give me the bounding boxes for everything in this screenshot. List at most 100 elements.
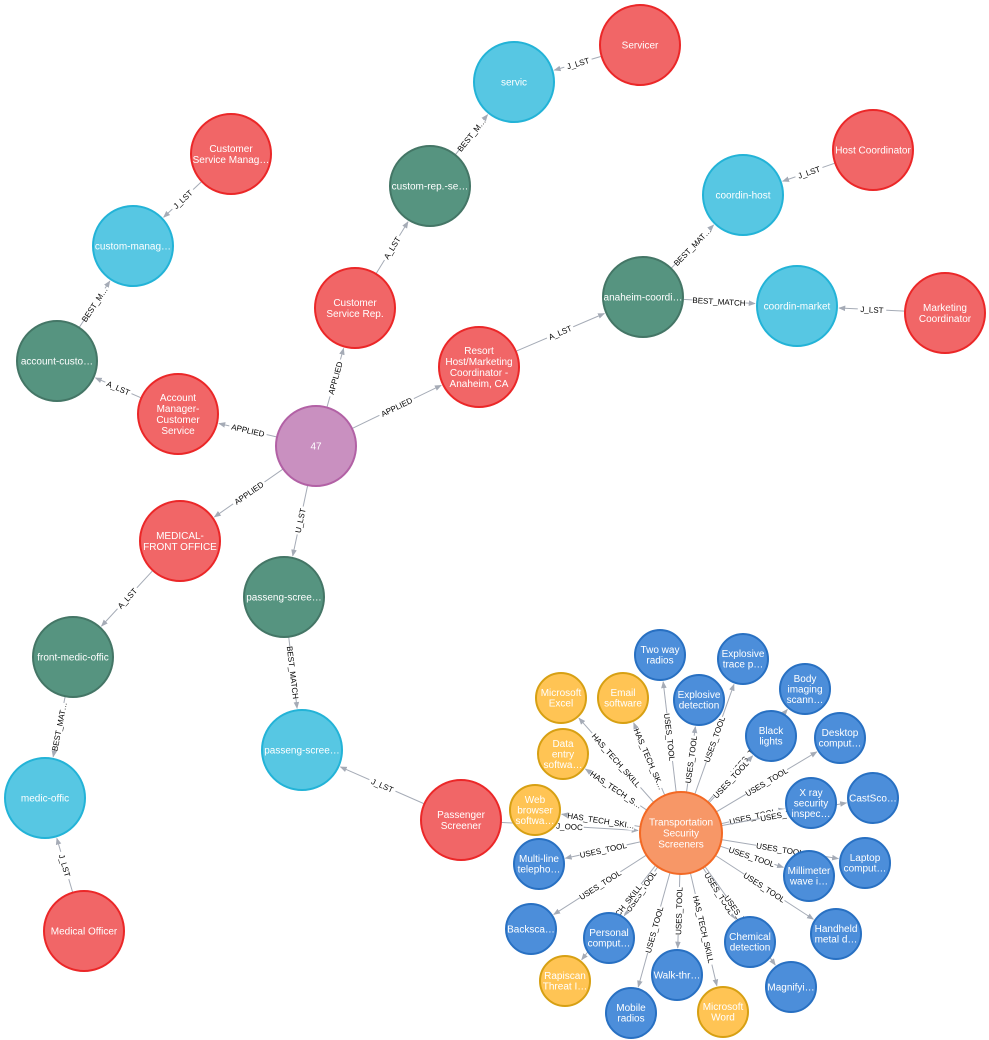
node-circle[interactable] [783, 850, 835, 902]
node-circle[interactable] [639, 791, 723, 875]
node-job-job_medoff[interactable]: Medical Officer [43, 890, 125, 972]
edge-onet_tss-t_walk[interactable]: USES_TOOL [673, 873, 684, 949]
node-circle[interactable] [539, 955, 591, 1007]
node-circle[interactable] [756, 265, 838, 347]
node-circle[interactable] [785, 777, 837, 829]
node-circle[interactable] [275, 405, 357, 487]
node-jobtitle-jt_anaheim[interactable]: anaheim-coordi… [602, 256, 684, 338]
edge-p47-job_csr[interactable]: APPLIED [325, 347, 346, 408]
node-circle[interactable] [779, 663, 831, 715]
edge-p47-job_acct[interactable]: APPLIED [218, 421, 278, 440]
edge-jt_acctcust-oc_custmgr[interactable]: BEST_M… [78, 280, 111, 328]
node-tool-t_walk[interactable]: Walk-thr… [651, 949, 703, 1001]
node-job-job_servicer[interactable]: Servicer [599, 4, 681, 86]
node-circle[interactable] [537, 728, 589, 780]
node-tool-t_castsco[interactable]: CastSco… [847, 772, 899, 824]
node-tool-t_magn[interactable]: Magnifyi… [765, 961, 817, 1013]
node-circle[interactable] [190, 113, 272, 195]
node-circle[interactable] [597, 672, 649, 724]
node-job-job_hostco[interactable]: Host Coordinator [832, 109, 914, 191]
node-circle[interactable] [420, 779, 502, 861]
node-circle[interactable] [847, 772, 899, 824]
node-circle[interactable] [32, 616, 114, 698]
edge-job_hostco-oc_coordhost[interactable]: J_LST [782, 162, 836, 182]
node-circle[interactable] [535, 672, 587, 724]
edge-job_csmgr-oc_custmgr[interactable]: J_LST [163, 181, 203, 218]
edge-jt_anaheim-oc_coordhost[interactable]: BEST_MAT… [670, 224, 715, 269]
node-occupation-oc_medic[interactable]: medic-offic [4, 757, 86, 839]
edge-p47-job_resort[interactable]: APPLIED [351, 384, 442, 430]
edge-jt_passeng-oc_passeng[interactable]: BEST_MATCH [285, 636, 301, 709]
node-tool-t_backsca[interactable]: Backsca… [505, 903, 557, 955]
edge-jt_anaheim-oc_coordmkt[interactable]: BEST_MATCH [682, 294, 756, 308]
node-occupation-oc_custmgr[interactable]: custom-manag… [92, 205, 174, 287]
node-circle[interactable] [602, 256, 684, 338]
node-circle[interactable] [814, 712, 866, 764]
node-circle[interactable] [583, 912, 635, 964]
node-circle[interactable] [137, 373, 219, 455]
node-circle[interactable] [243, 556, 325, 638]
node-circle[interactable] [673, 674, 725, 726]
node-circle[interactable] [389, 145, 471, 227]
edge-job_passeng-oc_passeng[interactable]: J_LST [339, 766, 425, 805]
node-circle[interactable] [832, 109, 914, 191]
edge-job_medoff-oc_medic[interactable]: J_LST [55, 837, 74, 893]
node-circle[interactable] [139, 500, 221, 582]
node-circle[interactable] [261, 709, 343, 791]
node-jobtitle-jt_acctcust[interactable]: account-custo… [16, 320, 98, 402]
node-circle[interactable] [724, 916, 776, 968]
node-jobtitle-jt_frontmed[interactable]: front-medic-offic [32, 616, 114, 698]
node-jobtitle-jt_passeng[interactable]: passeng-scree… [243, 556, 325, 638]
edge-job_csr-jt_custrep[interactable]: A_LST [375, 221, 409, 275]
edge-p47-job_medfront[interactable]: APPLIED [213, 468, 284, 518]
node-occupation-oc_passeng[interactable]: passeng-scree… [261, 709, 343, 791]
node-circle[interactable] [4, 757, 86, 839]
node-circle[interactable] [473, 41, 555, 123]
node-occupation-oc_coordmkt[interactable]: coordin-market [756, 265, 838, 347]
node-jobtitle-jt_custrep[interactable]: custom-rep.-se… [389, 145, 471, 227]
node-circle[interactable] [605, 987, 657, 1039]
node-circle[interactable] [839, 837, 891, 889]
node-circle[interactable] [904, 272, 986, 354]
node-circle[interactable] [702, 154, 784, 236]
node-person-p47[interactable]: 47 [275, 405, 357, 487]
node-circle[interactable] [810, 908, 862, 960]
node-circle[interactable] [509, 784, 561, 836]
node-circle[interactable] [505, 903, 557, 955]
node-circle[interactable] [438, 326, 520, 408]
edge-onet_tss-t_expdet[interactable]: USES_TOOL [682, 726, 699, 793]
edge-p47-jt_passeng[interactable]: U_LST [291, 485, 309, 557]
edge-jt_frontmed-oc_medic[interactable]: BEST_MAT… [49, 696, 69, 758]
node-job-job_medfront[interactable]: MEDICAL-FRONT OFFICE [139, 500, 221, 582]
node-circle[interactable] [599, 4, 681, 86]
edge-job_acct-jt_acctcust[interactable]: A_LST [94, 377, 142, 399]
node-occupation-oc_servic[interactable]: servic [473, 41, 555, 123]
node-circle[interactable] [314, 267, 396, 349]
node-circle[interactable] [765, 961, 817, 1013]
node-circle[interactable] [513, 838, 565, 890]
node-circle[interactable] [717, 633, 769, 685]
node-circle[interactable] [634, 629, 686, 681]
edge-jt_custrep-oc_servic[interactable]: BEST_M… [454, 114, 489, 156]
node-circle[interactable] [43, 890, 125, 972]
